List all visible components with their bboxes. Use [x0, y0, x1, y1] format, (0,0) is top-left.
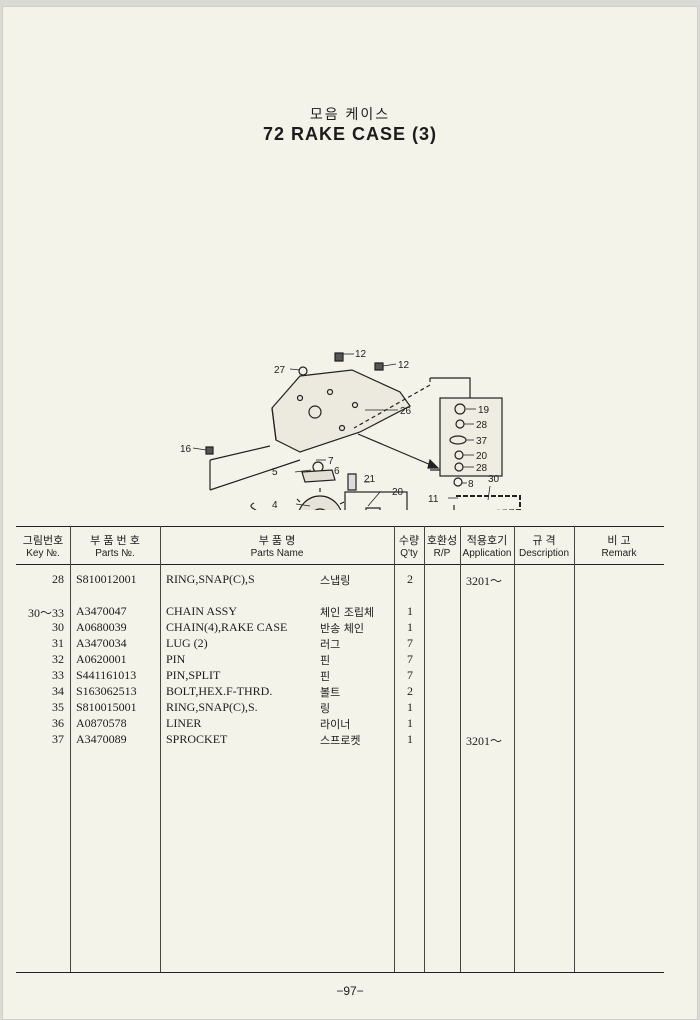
diagram-label: 16 [180, 444, 192, 455]
cell-part-name: LUG (2) [166, 636, 208, 650]
page-title-korean: 모음 케이스 [309, 106, 391, 122]
diagram-label: 5 [272, 467, 278, 478]
diagram-label: 19 [478, 405, 490, 416]
cell-application: 3201～ [466, 734, 503, 748]
col-header-rp: R/P [433, 548, 451, 559]
cell-part-name: LINER [166, 716, 202, 730]
cell-part-number: A0870578 [76, 716, 127, 730]
col-header-partno-ko: 부 품 번 호 [90, 535, 140, 547]
cell-part-name-ko: 체인 조립체 [320, 606, 375, 619]
diagram-label: 8 [468, 479, 474, 490]
col-header-key: Key №. [26, 548, 60, 559]
diagram-callout-labels: 12 12 27 26 19 28 37 20 28 16 7 6 5 21 2… [180, 349, 500, 510]
cell-part-name-ko: 반송 체인 [320, 622, 364, 635]
cell-qty: 1 [407, 700, 413, 714]
cell-part-name: CHAIN ASSY [166, 604, 238, 618]
cell-part-name-ko: 링 [320, 702, 331, 715]
col-header-desc-ko: 규 격 [532, 535, 556, 547]
catalog-page [2, 6, 698, 1020]
page-title: 72 RAKE CASE (3) [262, 124, 438, 144]
diagram-label: 12 [355, 349, 367, 360]
cell-part-number: S810015001 [76, 700, 137, 714]
cell-part-name: PIN [166, 652, 186, 666]
cell-part-number: A3470047 [76, 604, 127, 618]
cell-key: 33 [52, 668, 64, 682]
cell-qty: 2 [407, 684, 413, 698]
diagram-label: 12 [398, 360, 410, 371]
diagram-label: 28 [476, 420, 488, 431]
cell-key: 30 [52, 620, 64, 634]
cell-qty: 1 [407, 716, 413, 730]
col-header-remark: Remark [601, 548, 637, 559]
cell-part-number: S810012001 [76, 572, 137, 586]
cell-application: 3201～ [466, 574, 503, 588]
diagram-label: 28 [476, 463, 488, 474]
diagram-label: 30 [488, 474, 500, 485]
cell-qty: 2 [407, 572, 413, 586]
cell-part-name-ko: 스냅링 [320, 574, 351, 587]
col-header-app-ko: 적용호기 [466, 535, 508, 547]
cell-qty: 7 [407, 636, 413, 650]
cell-key: 28 [52, 572, 64, 586]
col-header-qty-ko: 수량 [398, 535, 420, 547]
diagram-label: 6 [334, 466, 340, 477]
cell-key: 35 [52, 700, 64, 714]
diagram-label: 7 [328, 456, 334, 467]
col-header-qty: Q'ty [400, 548, 418, 559]
parts-table: 그림번호 Key №. 부 품 번 호 Parts №. 부 품 명 Parts… [0, 520, 700, 980]
diagram-label: 26 [400, 406, 412, 417]
cell-qty: 1 [407, 604, 413, 618]
diagram-label: 37 [476, 436, 488, 447]
diagram-label: 27 [274, 365, 286, 376]
cell-part-name-ko: 스프로켓 [320, 734, 361, 747]
diagram-label: 19 [390, 509, 402, 510]
col-header-name-ko: 부 품 명 [258, 535, 296, 547]
diagram-label: 4 [272, 500, 278, 510]
cell-part-number: A0620001 [76, 652, 127, 666]
cell-key: 32 [52, 652, 64, 666]
cell-key: 37 [52, 732, 64, 746]
cell-key: 34 [52, 684, 64, 698]
col-header-partno: Parts №. [95, 548, 135, 559]
cell-part-number: A0680039 [76, 620, 127, 634]
page-number: −97− [336, 984, 364, 998]
col-header-rp-ko: 호환성 [426, 535, 458, 547]
cell-part-number: S163062513 [76, 684, 137, 698]
cell-key: 36 [52, 716, 64, 730]
col-header-app: Application [462, 548, 512, 559]
cell-part-name-ko: 핀 [320, 670, 331, 683]
cell-part-name: RING,SNAP(C),S. [166, 700, 258, 714]
cell-key: 31 [52, 636, 64, 650]
col-header-name: Parts Name [250, 548, 304, 559]
diagram-label: 20 [476, 451, 488, 462]
cell-qty: 7 [407, 652, 413, 666]
diagram-label: 20 [392, 487, 404, 498]
exploded-parts-diagram: 12 12 27 26 19 28 37 20 28 16 7 6 5 21 2… [180, 349, 521, 510]
cell-key: 30～33 [27, 606, 64, 620]
cell-part-name: PIN,SPLIT [166, 668, 221, 682]
cell-part-name: RING,SNAP(C),S [166, 572, 255, 586]
cell-qty: 1 [407, 620, 413, 634]
col-header-remark-ko: 비 고 [607, 535, 631, 547]
cell-part-name-ko: 라이너 [320, 718, 351, 731]
col-header-desc: Description [518, 548, 570, 559]
cell-part-name: CHAIN(4),RAKE CASE [166, 620, 288, 634]
cell-qty: 1 [407, 732, 413, 746]
cell-part-name: BOLT,HEX.F-THRD. [166, 684, 273, 698]
cell-part-number: A3470034 [76, 636, 127, 650]
cell-part-number: S441161013 [76, 668, 137, 682]
cell-part-name-ko: 볼트 [320, 686, 341, 699]
diagram-label: 11 [428, 494, 439, 505]
diagram-label: 21 [364, 474, 376, 485]
cell-part-name-ko: 핀 [320, 654, 331, 667]
cell-qty: 7 [407, 668, 413, 682]
col-header-key-ko: 그림번호 [22, 535, 64, 547]
cell-part-number: A3470089 [76, 732, 127, 746]
cell-part-name: SPROCKET [166, 732, 228, 746]
cell-part-name-ko: 러그 [320, 638, 341, 651]
